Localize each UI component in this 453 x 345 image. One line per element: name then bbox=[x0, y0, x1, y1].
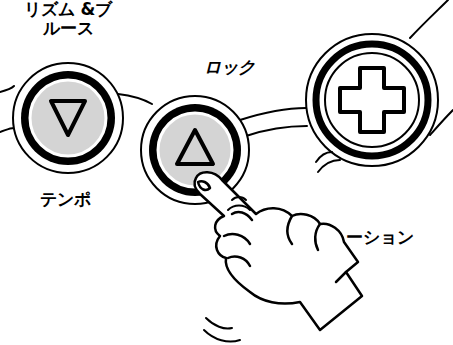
button-label: ーション bbox=[346, 228, 446, 247]
motion-mark bbox=[318, 160, 340, 172]
button-label: テンポ bbox=[40, 190, 120, 209]
motion-mark bbox=[228, 206, 250, 211]
panel-line bbox=[118, 94, 152, 104]
panel-line bbox=[240, 108, 306, 120]
motion-mark bbox=[232, 197, 246, 200]
plus-button bbox=[306, 34, 438, 166]
tempo-down-button bbox=[13, 63, 123, 173]
motion-marks bbox=[204, 152, 340, 342]
panel-line bbox=[246, 126, 307, 136]
panel-line bbox=[0, 128, 14, 132]
pressing-hand bbox=[194, 172, 362, 330]
motion-mark bbox=[316, 152, 332, 162]
panel-line bbox=[410, 0, 448, 38]
motion-mark bbox=[204, 330, 240, 342]
panel-line bbox=[0, 86, 14, 92]
motion-mark bbox=[206, 318, 232, 329]
button-label: リズム &ブルース bbox=[22, 0, 114, 38]
button-label: ロック bbox=[204, 58, 264, 77]
